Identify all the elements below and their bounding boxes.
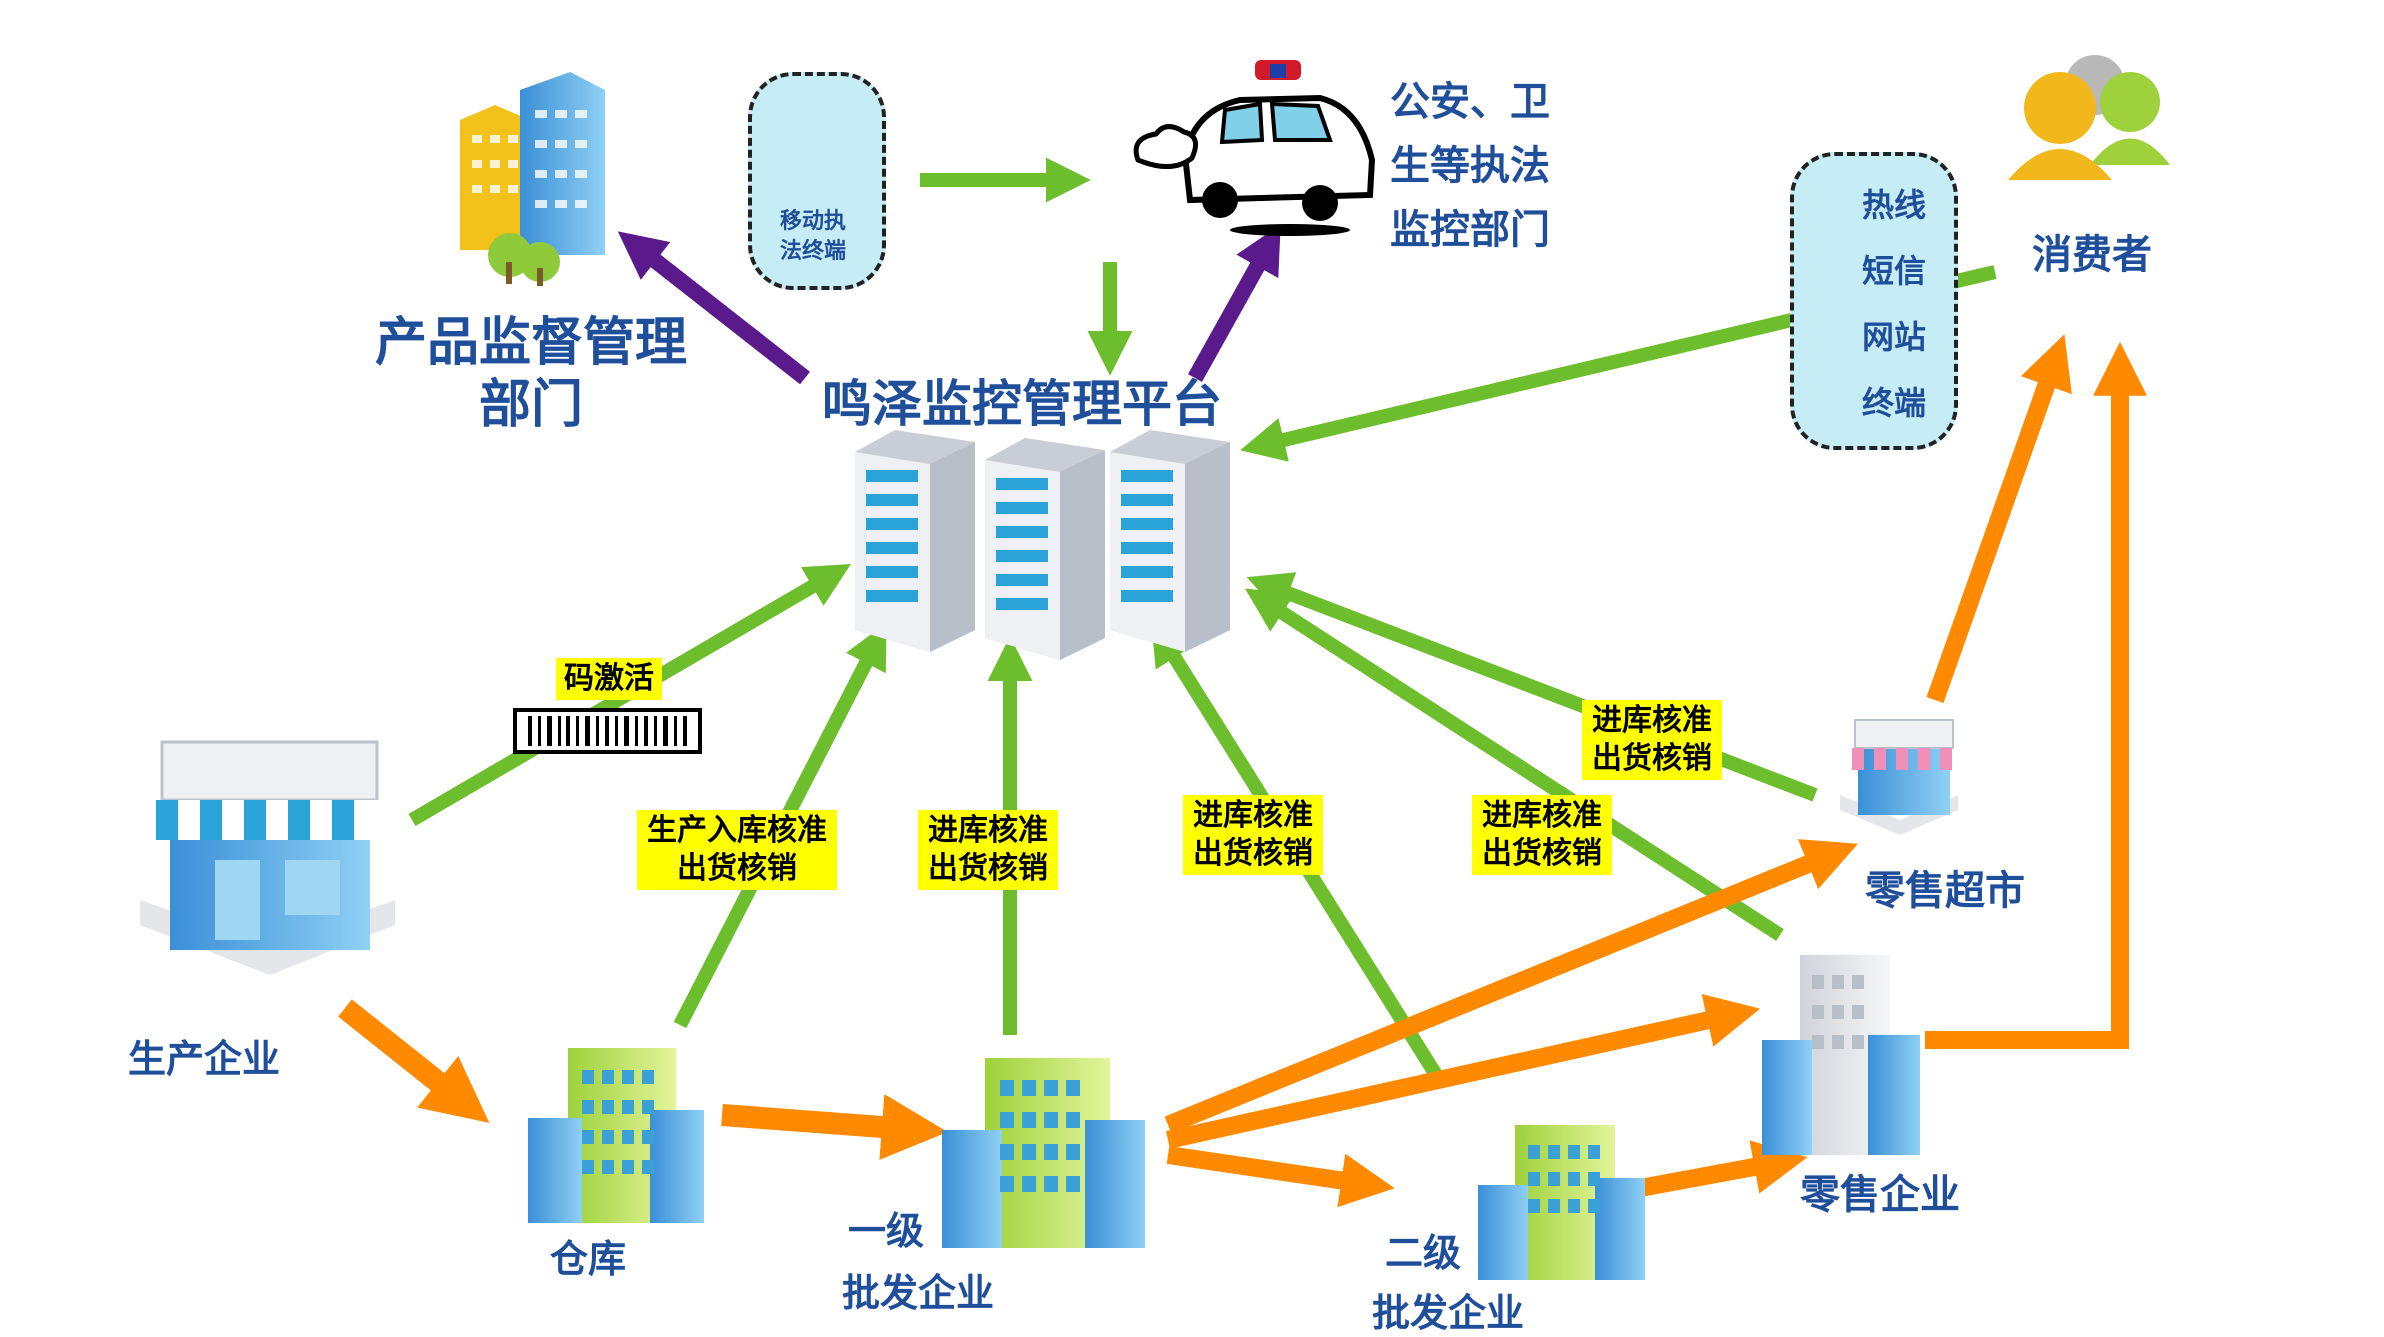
supermarket-label: 零售超市: [1865, 867, 2025, 914]
platform-title: 鸣泽监控管理平台: [822, 374, 1222, 433]
product-supervision-label: 产品监督管理 部门: [375, 312, 688, 435]
consumer-people-icon: [2008, 55, 2170, 180]
producer-shop-icon: [140, 740, 395, 975]
channel-sms: 短信: [1862, 252, 1927, 290]
supervision-arrows: [617, 224, 1281, 385]
goods-flow-arrows: [338, 334, 2147, 1208]
mobile-terminal-label: 移动执 法终端: [779, 208, 846, 264]
consumer-label: 消费者: [2032, 231, 2152, 278]
wholesale2-label-line1: 二级: [1385, 1230, 1462, 1275]
supervision-building-icon: [460, 72, 605, 286]
tag-warehouse: 生产入库核准 出货核销: [637, 810, 837, 890]
wholesale1-label-line1: 一级: [848, 1208, 925, 1253]
warehouse-label: 仓库: [550, 1236, 627, 1281]
mobile-terminal-box: [748, 72, 886, 290]
platform-servers-icon: [855, 430, 1230, 660]
tag-code-activation: 码激活: [556, 658, 662, 700]
channel-hotline: 热线: [1862, 186, 1927, 224]
retail-buildings-icon: [1762, 955, 1920, 1155]
channels-box: [1790, 152, 1958, 450]
tag-wholesale2: 进库核准 出货核销: [1183, 795, 1323, 875]
tag-supermarket: 进库核准 出货核销: [1582, 700, 1722, 780]
tag-retail: 进库核准 出货核销: [1472, 795, 1612, 875]
retail-label: 零售企业: [1800, 1171, 1960, 1218]
police-car-icon: [1133, 60, 1376, 236]
producer-label: 生产企业: [128, 1036, 281, 1081]
wholesale1-buildings-icon: [942, 1058, 1145, 1248]
warehouse-buildings-icon: [528, 1048, 704, 1223]
police-label: 公安、卫 生等执法 监控部门: [1390, 78, 1550, 253]
wholesale2-label-line2: 批发企业: [1372, 1290, 1525, 1335]
wholesale1-label-line2: 批发企业: [842, 1270, 995, 1315]
supermarket-shop-icon: [1840, 719, 1958, 835]
channel-list: 热线 短信 网站 终端: [1862, 172, 1926, 436]
tag-wholesale1: 进库核准 出货核销: [918, 810, 1058, 890]
wholesale2-buildings-icon: [1478, 1125, 1645, 1280]
barcode-icon: [513, 708, 702, 754]
channel-terminal: 终端: [1862, 384, 1927, 422]
channel-website: 网站: [1862, 318, 1927, 356]
